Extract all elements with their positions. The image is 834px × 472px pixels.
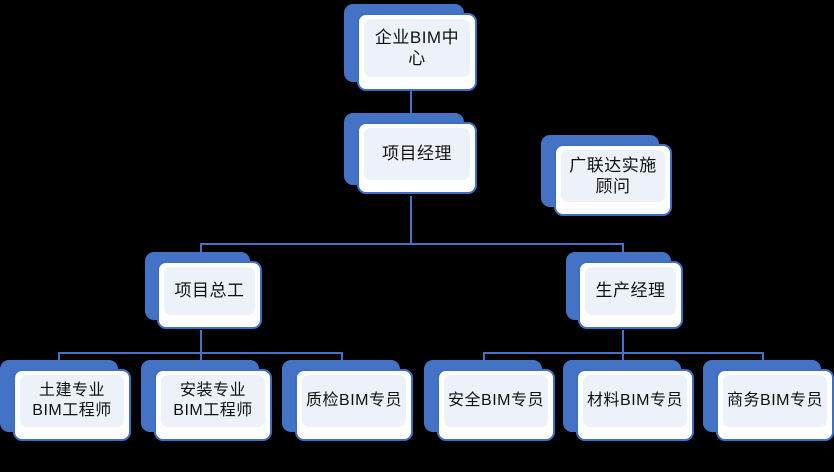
node-commercial-bim-specialist[interactable]: 商务BIM专员: [703, 360, 834, 441]
node-inner-panel: 质检BIM专员: [302, 375, 406, 427]
node-inner-panel: 材料BIM专员: [583, 375, 687, 427]
node-card: 商务BIM专员: [716, 369, 834, 441]
node-inner-panel: 安装专业 BIM工程师: [161, 375, 265, 427]
connector-riser-safety-bim-specialist: [483, 352, 485, 366]
node-label: 材料BIM专员: [587, 392, 683, 409]
node-card: 生产经理: [578, 261, 683, 329]
connector-center-to-manager: [410, 88, 412, 123]
node-card: 广联达实施顾问: [554, 144, 672, 216]
node-install-bim-engineer[interactable]: 安装专业 BIM工程师: [141, 360, 272, 441]
node-card: 项目总工: [157, 261, 262, 329]
node-label: 项目总工: [174, 281, 245, 301]
node-inner-panel: 企业BIM中心: [364, 19, 470, 77]
node-inner-panel: 广联达实施顾问: [561, 150, 665, 202]
node-civil-bim-engineer[interactable]: 土建专业 BIM工程师: [0, 360, 131, 441]
connector-chief-engineer-drop: [200, 330, 202, 353]
connector-riser-commercial-bim-specialist: [762, 352, 764, 366]
node-card: 质检BIM专员: [295, 369, 413, 441]
node-label: 生产经理: [595, 281, 666, 301]
node-production-manager[interactable]: 生产经理: [566, 252, 683, 329]
node-label: 广联达实施顾问: [569, 155, 657, 196]
connector-riser-civil-bim-engineer: [58, 352, 60, 366]
node-inner-panel: 生产经理: [585, 267, 676, 315]
node-label: 企业BIM中心: [374, 27, 460, 68]
node-material-bim-specialist[interactable]: 材料BIM专员: [563, 360, 694, 441]
node-card: 土建专业 BIM工程师: [13, 369, 131, 441]
connector-tier2-bus: [200, 243, 624, 245]
connector-riser-qc-bim-specialist: [341, 352, 343, 366]
node-bim-center[interactable]: 企业BIM中心: [344, 4, 477, 91]
node-card: 安装专业 BIM工程师: [154, 369, 272, 441]
node-project-manager[interactable]: 项目经理: [344, 113, 477, 194]
node-inner-panel: 项目经理: [364, 128, 470, 180]
node-label: 质检BIM专员: [306, 392, 402, 409]
node-safety-bim-specialist[interactable]: 安全BIM专员: [424, 360, 555, 441]
connector-riser-install-bim-engineer: [200, 352, 202, 366]
node-label: 安装专业 BIM工程师: [173, 382, 253, 419]
node-label: 安全BIM专员: [448, 392, 544, 409]
connector-manager-drop: [410, 196, 412, 243]
node-glodon-consultant[interactable]: 广联达实施顾问: [541, 135, 672, 216]
node-inner-panel: 土建专业 BIM工程师: [20, 375, 124, 427]
node-card: 安全BIM专员: [437, 369, 555, 441]
node-card: 材料BIM专员: [576, 369, 694, 441]
node-card: 项目经理: [357, 122, 477, 194]
node-qc-bim-specialist[interactable]: 质检BIM专员: [282, 360, 413, 441]
node-label: 商务BIM专员: [727, 392, 823, 409]
connector-production-manager-drop: [622, 330, 624, 353]
node-label: 项目经理: [382, 144, 452, 164]
connector-riser-material-bim-specialist: [622, 352, 624, 366]
node-inner-panel: 项目总工: [164, 267, 255, 315]
node-inner-panel: 商务BIM专员: [723, 375, 827, 427]
node-inner-panel: 安全BIM专员: [444, 375, 548, 427]
node-card: 企业BIM中心: [357, 13, 477, 91]
node-chief-engineer[interactable]: 项目总工: [145, 252, 262, 329]
node-label: 土建专业 BIM工程师: [32, 382, 112, 419]
